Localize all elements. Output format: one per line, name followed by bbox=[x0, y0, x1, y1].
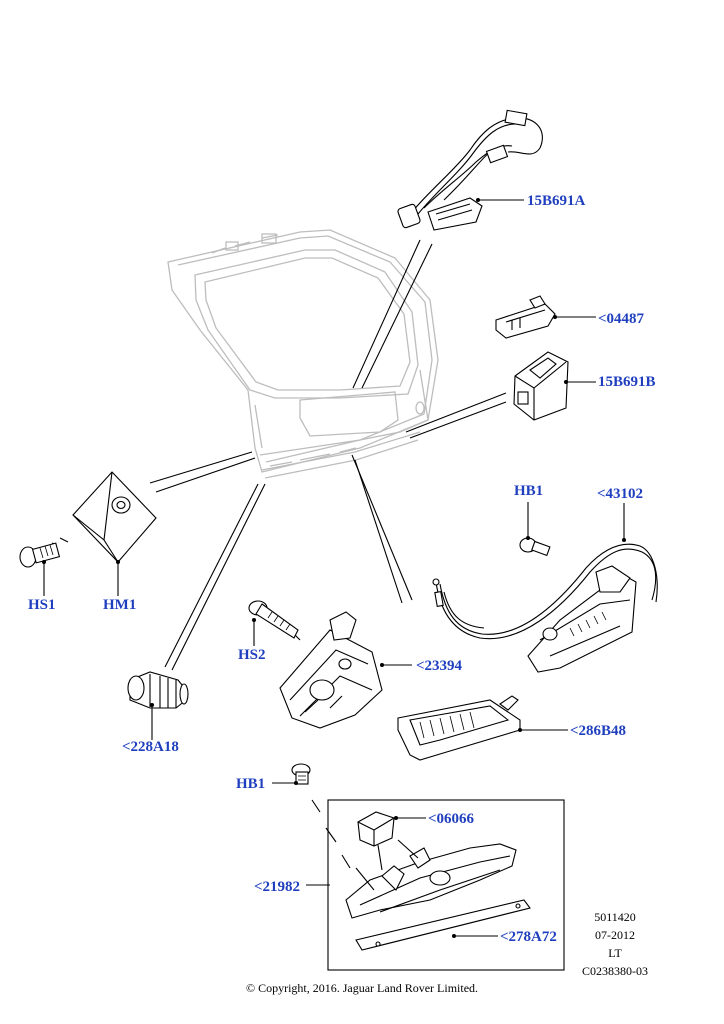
tailgate-outline bbox=[167, 229, 439, 479]
callout-06066[interactable]: <06066 bbox=[428, 811, 475, 827]
cable-assembly-43102 bbox=[432, 537, 658, 673]
callout-228A18[interactable]: <228A18 bbox=[122, 739, 179, 755]
part-04487 bbox=[495, 295, 556, 339]
reference-model: LT bbox=[608, 946, 622, 960]
reference-date: 07-2012 bbox=[595, 928, 635, 942]
callout-hm1[interactable]: HM1 bbox=[103, 597, 137, 613]
callout-hb1-upper[interactable]: HB1 bbox=[514, 483, 544, 499]
callout-286B48[interactable]: <286B48 bbox=[570, 723, 627, 739]
latch-23394 bbox=[279, 611, 383, 729]
bolt-hb1-lower bbox=[291, 763, 311, 785]
reference-illustration-id: C0238380-03 bbox=[582, 964, 648, 978]
callout-hs1[interactable]: HS1 bbox=[28, 597, 56, 613]
callout-15B691B[interactable]: 15B691B bbox=[598, 374, 656, 390]
bump-stop-228A18 bbox=[127, 671, 189, 709]
callout-278A72[interactable]: <278A72 bbox=[500, 929, 557, 945]
bolt-hs2 bbox=[248, 600, 299, 639]
callout-43102[interactable]: <43102 bbox=[597, 486, 644, 502]
handle-286B48 bbox=[397, 695, 521, 761]
callout-15B691A[interactable]: 15B691A bbox=[527, 193, 586, 209]
callout-23394[interactable]: <23394 bbox=[416, 658, 463, 674]
switch-15B691B bbox=[513, 351, 569, 421]
copyright-footer: © Copyright, 2016. Jaguar Land Rover Lim… bbox=[245, 981, 479, 995]
callout-04487[interactable]: <04487 bbox=[598, 311, 645, 327]
callout-leaders bbox=[42, 198, 626, 938]
leader-lines bbox=[51, 239, 507, 869]
bolt-hs1 bbox=[19, 542, 61, 568]
detail-box bbox=[327, 799, 565, 971]
callout-hs2[interactable]: HS2 bbox=[238, 647, 266, 663]
reference-number: 5011420 bbox=[594, 910, 636, 924]
wiring-harness-15B691A bbox=[397, 109, 543, 231]
bracket-hm1 bbox=[72, 471, 157, 563]
callout-hb1-lower[interactable]: HB1 bbox=[236, 776, 266, 792]
callout-21982[interactable]: <21982 bbox=[254, 879, 301, 895]
